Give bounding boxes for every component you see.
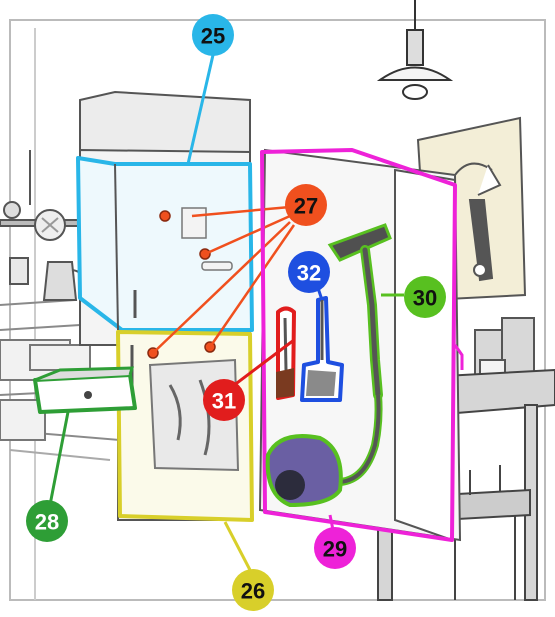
badge-25-label: 25 <box>201 24 225 49</box>
leader-26 <box>223 521 252 571</box>
magnet-1 <box>159 210 171 222</box>
freezer-door <box>76 156 254 332</box>
left-shelf-utensils <box>0 150 84 301</box>
badge-27: 27 <box>285 184 327 226</box>
badge-31: 31 <box>203 379 245 421</box>
vacuum-cleaner <box>265 223 404 508</box>
badge-26: 26 <box>232 569 274 611</box>
badge-28: 28 <box>26 500 68 542</box>
hand-brush <box>276 306 296 400</box>
badge-26-label: 26 <box>241 579 265 604</box>
badge-30: 30 <box>404 276 446 318</box>
badge-32-label: 32 <box>297 261 321 286</box>
badge-29-label: 29 <box>323 537 347 562</box>
fridge-magnets <box>147 207 233 359</box>
ceiling-lamp <box>376 0 454 100</box>
magnet-leader-lines <box>152 205 296 354</box>
badge-29: 29 <box>314 527 356 569</box>
badge-27-label: 27 <box>294 194 318 219</box>
dustpan <box>300 296 344 402</box>
badge-28-label: 28 <box>35 510 59 535</box>
leader-25 <box>186 54 215 165</box>
badge-25: 25 <box>192 14 234 56</box>
fridge-door <box>116 330 254 522</box>
badge-31-label: 31 <box>212 389 236 414</box>
drawer <box>33 366 137 506</box>
badge-30-label: 30 <box>413 286 437 311</box>
badge-32: 32 <box>288 251 330 293</box>
